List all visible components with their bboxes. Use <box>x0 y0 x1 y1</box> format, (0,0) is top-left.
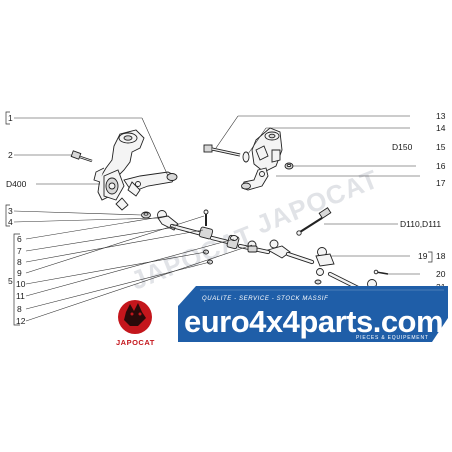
label-19: 19 <box>418 251 428 261</box>
watermark-text-2: JAPOCAT <box>252 163 383 239</box>
badge-tagline: QUALITE - SERVICE - STOCK MASSIF <box>202 296 328 302</box>
label-20: 20 <box>436 269 446 279</box>
label-12: 12 <box>16 316 26 326</box>
label-14: 14 <box>436 123 446 133</box>
badge-background <box>178 286 448 342</box>
japocat-cat-icon <box>124 303 146 326</box>
label-15: 15 <box>436 142 446 152</box>
label-11: 11 <box>16 291 25 301</box>
label-6: 6 <box>17 234 22 244</box>
steering-arm-left <box>123 171 178 197</box>
japocat-logo-text: JAPOCAT <box>116 338 155 347</box>
nut-16 <box>284 162 294 170</box>
label-8-upper: 8 <box>17 257 22 267</box>
steering-box <box>251 127 283 173</box>
label-9: 9 <box>17 268 22 278</box>
washer-14 <box>242 151 250 163</box>
bolt-2 <box>70 150 93 163</box>
label-2: 2 <box>8 150 13 160</box>
label-5: 5 <box>8 276 13 286</box>
label-16: 16 <box>436 161 446 171</box>
label-17: 17 <box>436 178 446 188</box>
euro4x4parts-badge: QUALITE - SERVICE - STOCK MASSIF euro4x4… <box>178 286 448 342</box>
label-d110-d111: D110,D111 <box>400 219 441 229</box>
steering-damper <box>296 207 332 236</box>
label-8-lower: 8 <box>17 304 22 314</box>
japocat-logo: JAPOCAT <box>116 300 155 347</box>
nut-3 <box>141 211 151 219</box>
label-4: 4 <box>8 217 13 227</box>
label-7: 7 <box>17 246 22 256</box>
label-10: 10 <box>16 279 26 289</box>
steering-knuckle <box>93 129 145 211</box>
pitman-arm <box>241 167 269 191</box>
label-d150: D150 <box>392 142 413 152</box>
bolt-13 <box>203 144 241 157</box>
label-18: 18 <box>436 251 446 261</box>
label-d400: D400 <box>6 179 27 189</box>
label-13: 13 <box>436 111 446 121</box>
badge-brand-text: euro4x4parts.com <box>184 304 443 339</box>
part-labels: 1 2 D400 3 4 6 7 8 9 5 10 11 8 12 13 14 … <box>6 111 446 326</box>
label-3: 3 <box>8 206 13 216</box>
badge-subline: PIECES & EQUIPEMENT <box>356 335 429 341</box>
label-1: 1 <box>8 113 13 123</box>
